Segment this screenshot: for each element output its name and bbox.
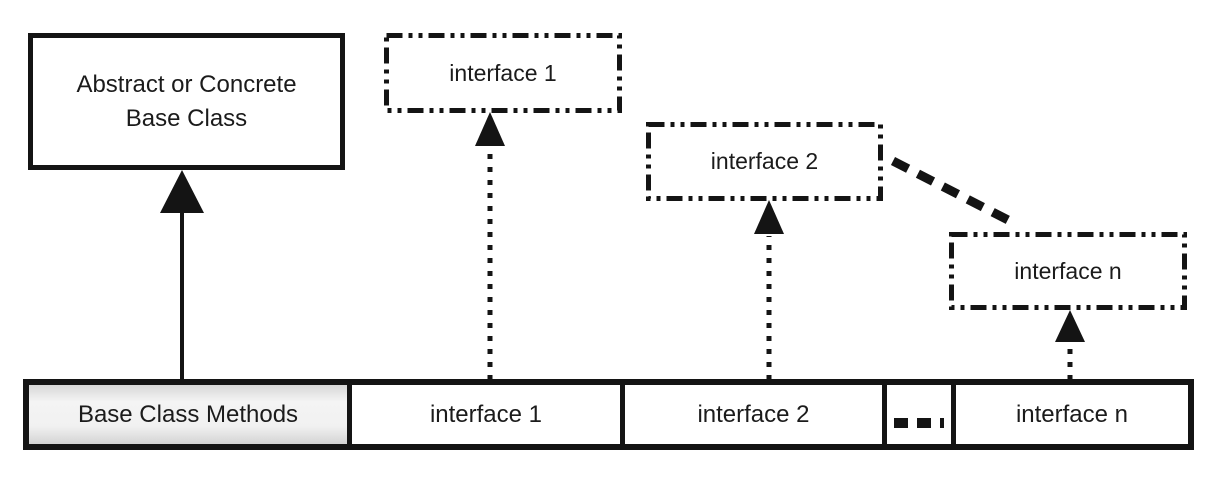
interface-1-dashed-arrow: [475, 112, 505, 380]
interface-n-dashed-arrow: [1055, 310, 1085, 380]
base-class-label: Abstract or Concrete Base Class: [76, 71, 297, 132]
bar-cell-base-class-methods: Base Class Methods: [29, 385, 347, 444]
interface-n-label: interface n: [1014, 257, 1122, 284]
bottom-bar: Base Class Methods interface 1 interface…: [23, 379, 1194, 450]
bar-cell-interface-2: interface 2: [620, 385, 882, 444]
bar-cell-interface-1: interface 1: [347, 385, 620, 444]
interface-2-label: interface 2: [710, 148, 819, 174]
bar-cell-interface-n: interface n: [951, 385, 1188, 444]
inheritance-arrow: [160, 170, 204, 380]
base-class-box: Abstract or Concrete Base Class: [28, 33, 345, 170]
interface-2-dashed-arrow: [754, 200, 784, 380]
bar-cell-ellipsis: [882, 385, 951, 444]
interface-1-label: interface 1: [449, 59, 557, 86]
continuation-dashed-line: [890, 156, 1015, 227]
